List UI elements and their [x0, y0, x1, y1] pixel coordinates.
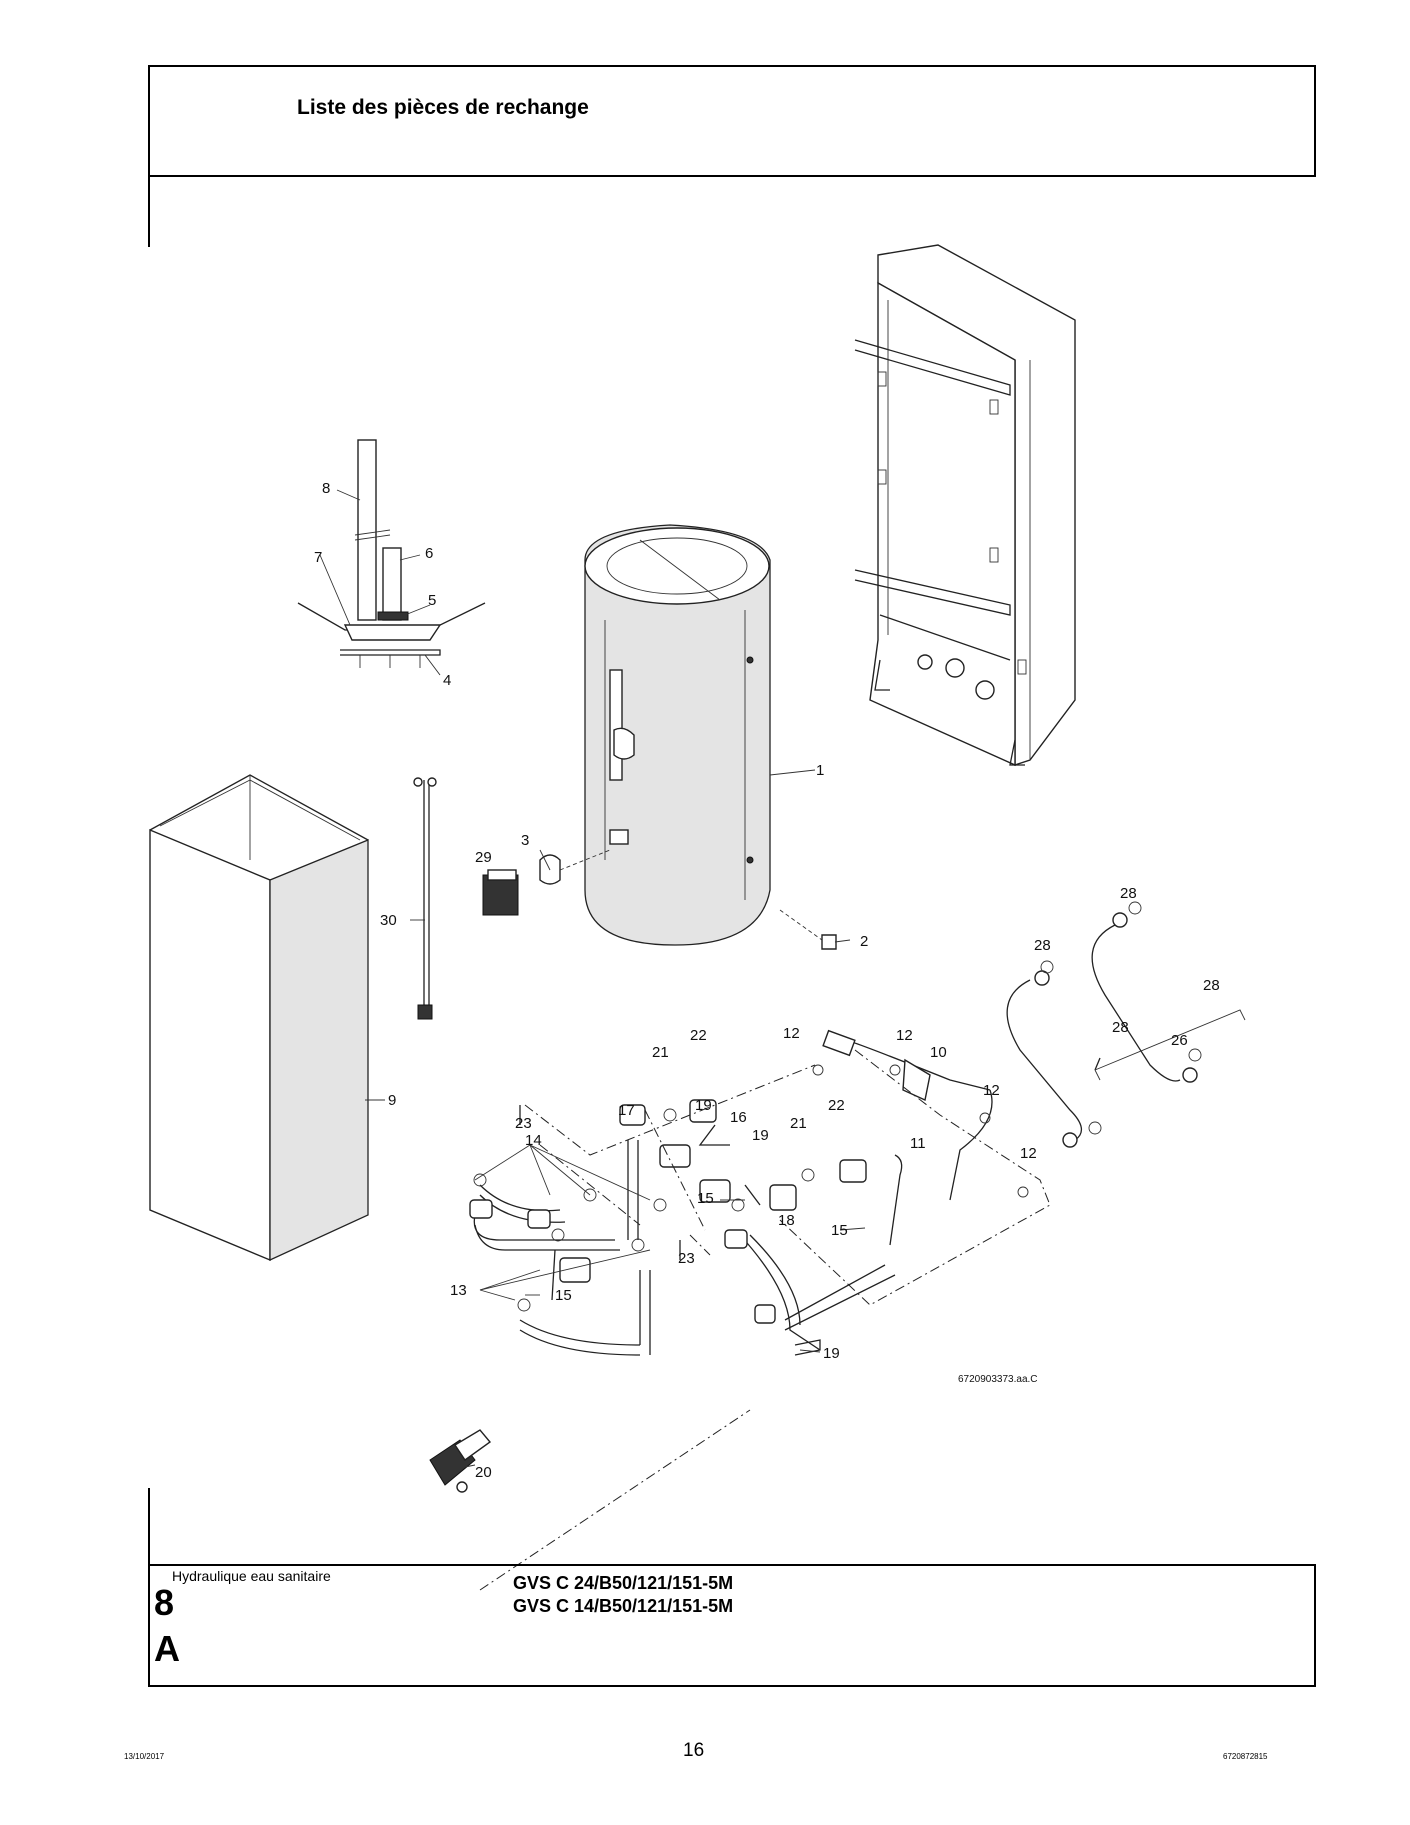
header-frame	[148, 65, 1316, 177]
part-label-1: 1	[816, 762, 824, 779]
section-number: 8	[154, 1582, 175, 1623]
immersion-assembly	[297, 439, 486, 668]
part-label-14: 14	[525, 1132, 542, 1149]
part-label-28-c: 28	[1112, 1019, 1129, 1036]
part-label-6: 6	[425, 545, 433, 562]
part-label-20: 20	[475, 1464, 492, 1481]
section-name: Hydraulique eau sanitaire	[172, 1568, 331, 1584]
page-title: Liste des pièces de rechange	[297, 96, 589, 119]
part-label-15-c: 15	[555, 1287, 572, 1304]
part-label-23-a: 23	[515, 1115, 532, 1132]
document-reference: 6720872815	[1223, 1752, 1268, 1761]
part-label-5: 5	[428, 592, 436, 609]
part-label-13: 13	[450, 1282, 467, 1299]
section-letter: A	[154, 1628, 180, 1669]
part-label-10: 10	[930, 1044, 947, 1061]
hot-water-tank	[584, 524, 771, 946]
footer-frame	[148, 1564, 1316, 1687]
part-label-17: 17	[618, 1102, 635, 1119]
part-label-28-b: 28	[1120, 885, 1137, 902]
thermostat-and-cable	[413, 777, 611, 1020]
part-label-16: 16	[730, 1109, 747, 1126]
part-label-4: 4	[443, 672, 451, 689]
safety-valve	[429, 1429, 492, 1493]
part-label-29: 29	[475, 849, 492, 866]
frame-left-rule-top	[148, 177, 150, 247]
part-label-15-a: 15	[697, 1190, 714, 1207]
part-label-9: 9	[388, 1092, 396, 1109]
part-label-12-a: 12	[783, 1025, 800, 1042]
part-label-3: 3	[521, 832, 529, 849]
part-label-7: 7	[314, 549, 322, 566]
part-label-28-a: 28	[1034, 937, 1051, 954]
model-line-2: GVS C 14/B50/121/151-5M	[513, 1596, 734, 1616]
mounting-frame	[854, 244, 1076, 767]
plug	[821, 934, 837, 950]
print-date: 13/10/2017	[124, 1752, 165, 1761]
part-label-15-b: 15	[831, 1222, 848, 1239]
part-label-11: 11	[910, 1135, 926, 1152]
part-label-2: 2	[860, 933, 868, 950]
part-label-22-a: 22	[690, 1027, 707, 1044]
casing-panel	[149, 774, 369, 1262]
pipe-assembly	[469, 1029, 1051, 1591]
part-label-12-c: 12	[983, 1082, 1000, 1099]
leader-lines	[319, 489, 866, 1468]
part-label-19-c: 19	[823, 1345, 840, 1362]
part-label-12-d: 12	[1020, 1145, 1037, 1162]
part-label-21-a: 21	[652, 1044, 669, 1061]
model-line-1: GVS C 24/B50/121/151-5M	[513, 1573, 734, 1593]
part-label-19-a: 19	[695, 1097, 712, 1114]
part-label-12-b: 12	[896, 1027, 913, 1044]
part-label-19-b: 19	[752, 1127, 769, 1144]
part-label-22-b: 22	[828, 1097, 845, 1114]
part-label-23-b: 23	[678, 1250, 695, 1267]
part-label-8: 8	[322, 480, 330, 497]
part-label-21-b: 21	[790, 1115, 807, 1132]
part-label-26: 26	[1171, 1032, 1188, 1049]
part-label-18: 18	[778, 1212, 795, 1229]
drawing-reference: 6720903373.aa.C	[958, 1374, 1038, 1385]
frame-left-rule-bottom	[148, 1488, 150, 1564]
part-label-30: 30	[380, 912, 397, 929]
flexible-hose-set	[1006, 901, 1246, 1148]
part-label-28-d: 28	[1203, 977, 1220, 994]
page-number: 16	[683, 1740, 705, 1761]
